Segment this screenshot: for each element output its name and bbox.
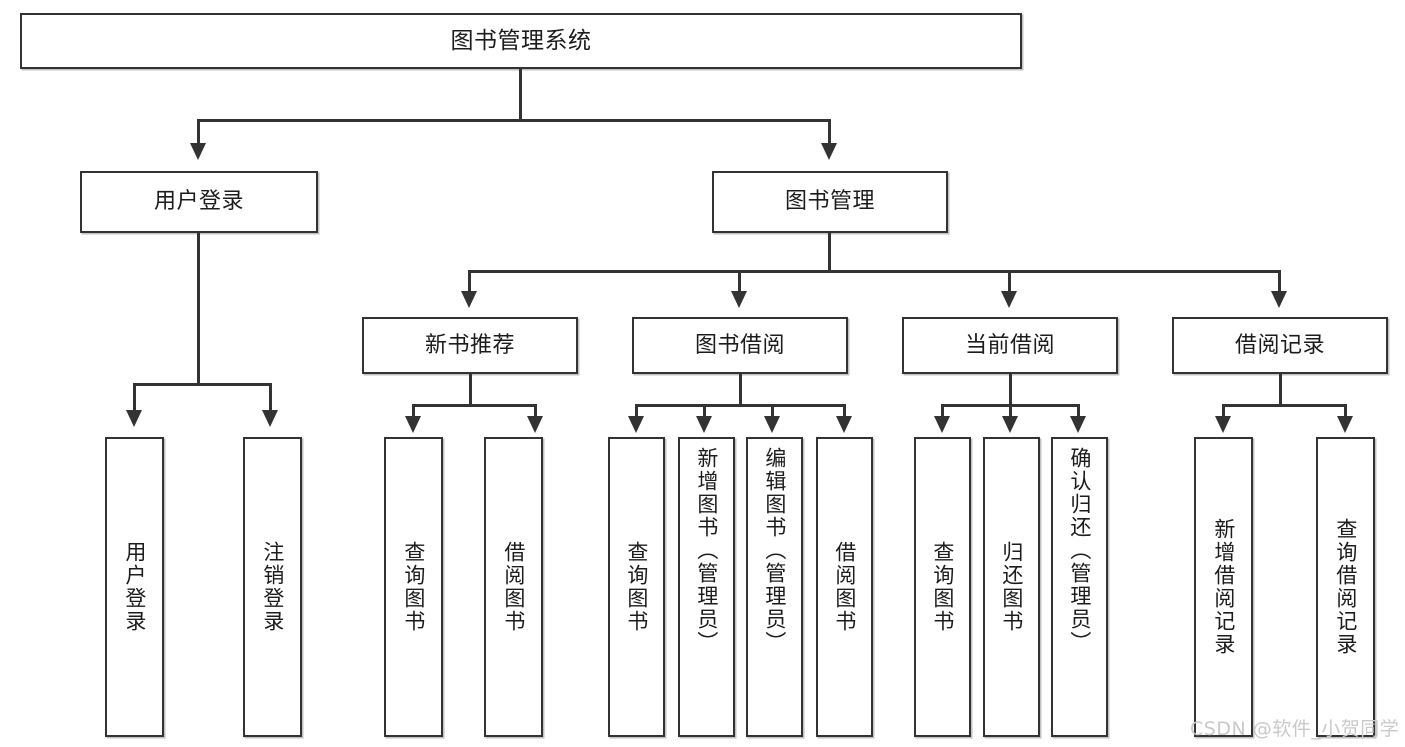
connector-current-borrow-drop	[1009, 374, 1012, 406]
connector-root-to-user-login	[197, 119, 200, 145]
leaf-return-book[interactable]: 归还图书	[983, 437, 1040, 737]
node-label: 归还图书	[999, 541, 1024, 633]
connector-user-login-leg-2	[269, 383, 272, 412]
connector-new-book-leg-2	[534, 404, 537, 418]
node-current-borrow[interactable]: 当前借阅	[902, 317, 1118, 374]
arrow-borrow-record-leaf-1	[1215, 416, 1231, 433]
node-label: 查询图书	[930, 541, 955, 633]
csdn-watermark: CSDN @软件_小贺同学	[1190, 718, 1400, 740]
arrow-new-book-leaf-2	[527, 416, 543, 433]
leaf-borrow-book-recommend[interactable]: 借阅图书	[484, 437, 543, 737]
connector-root-drop	[519, 69, 522, 121]
arrow-book-borrow-leaf-1	[628, 416, 644, 433]
connector-user-login-leg-1	[133, 383, 136, 412]
leaf-query-borrow-record[interactable]: 查询借阅记录	[1316, 437, 1375, 737]
arrow-to-current-borrow	[1001, 291, 1017, 308]
node-label: 新增图书（管理员）	[694, 447, 719, 654]
arrow-to-user-login	[190, 143, 206, 160]
connector-book-borrow-leg-2	[703, 404, 706, 418]
node-label: 查询图书	[624, 541, 649, 633]
node-label: 图书管理	[784, 189, 875, 215]
connector-book-mgmt-leg-3	[1008, 270, 1011, 293]
node-label: 借阅图书	[501, 541, 526, 633]
node-label: 用户登录	[153, 189, 244, 215]
connector-book-mgmt-drop	[828, 233, 831, 272]
connector-book-mgmt-leg-2	[738, 270, 741, 293]
connector-root-bar	[197, 119, 831, 122]
arrow-current-borrow-leaf-3	[1070, 416, 1086, 433]
node-label: 注销登录	[260, 541, 285, 633]
connector-borrow-record-drop	[1279, 374, 1282, 406]
connector-new-book-leg-1	[412, 404, 415, 418]
node-label: 借阅记录	[1234, 332, 1325, 358]
leaf-query-book[interactable]: 查询图书	[608, 437, 665, 737]
leaf-confirm-return-admin[interactable]: 确认归还（管理员）	[1051, 437, 1108, 737]
connector-book-mgmt-leg-1	[468, 270, 471, 293]
leaf-add-borrow-record[interactable]: 新增借阅记录	[1194, 437, 1253, 737]
node-label: 图书管理系统	[450, 27, 592, 54]
connector-current-borrow-leg-3	[1077, 404, 1080, 418]
connector-borrow-record-leg-1	[1222, 404, 1225, 418]
node-label: 新书推荐	[424, 332, 515, 358]
node-label: 新增借阅记录	[1211, 518, 1236, 656]
arrow-to-book-mgmt	[821, 143, 837, 160]
arrow-book-borrow-leaf-2	[696, 416, 712, 433]
node-new-book-recommend[interactable]: 新书推荐	[362, 317, 578, 374]
arrow-to-book-borrow	[731, 291, 747, 308]
arrow-to-new-book-recommend	[461, 291, 477, 308]
arrow-book-borrow-leaf-3	[764, 416, 780, 433]
connector-new-book-drop	[469, 374, 472, 406]
leaf-borrow-book[interactable]: 借阅图书	[816, 437, 873, 737]
connector-book-mgmt-bar	[468, 270, 1280, 273]
node-label: 当前借阅	[964, 332, 1055, 358]
arrow-book-borrow-leaf-4	[836, 416, 852, 433]
leaf-query-book-recommend[interactable]: 查询图书	[384, 437, 443, 737]
connector-book-borrow-bar	[635, 404, 845, 407]
node-root-system[interactable]: 图书管理系统	[20, 13, 1022, 69]
connector-book-mgmt-leg-4	[1278, 270, 1281, 293]
arrow-user-login-leaf-1	[126, 410, 142, 427]
connector-book-borrow-leg-3	[771, 404, 774, 418]
arrow-current-borrow-leaf-2	[1002, 416, 1018, 433]
connector-user-login-drop	[197, 233, 200, 385]
connector-book-borrow-leg-4	[843, 404, 846, 418]
arrow-to-borrow-record	[1271, 291, 1287, 308]
node-label: 查询借阅记录	[1333, 518, 1358, 656]
arrow-user-login-leaf-2	[262, 410, 278, 427]
node-label: 借阅图书	[832, 541, 857, 633]
node-book-management[interactable]: 图书管理	[712, 171, 948, 233]
leaf-logout[interactable]: 注销登录	[243, 437, 302, 737]
leaf-edit-book-admin[interactable]: 编辑图书（管理员）	[746, 437, 803, 737]
leaf-query-book-current[interactable]: 查询图书	[914, 437, 971, 737]
node-user-login[interactable]: 用户登录	[80, 171, 318, 233]
node-label: 查询图书	[401, 541, 426, 633]
node-label: 确认归还（管理员）	[1067, 447, 1092, 654]
node-label: 用户登录	[122, 541, 147, 633]
connector-current-borrow-leg-1	[941, 404, 944, 418]
node-borrow-record[interactable]: 借阅记录	[1172, 317, 1388, 374]
node-book-borrow[interactable]: 图书借阅	[632, 317, 848, 374]
leaf-add-book-admin[interactable]: 新增图书（管理员）	[678, 437, 735, 737]
arrow-current-borrow-leaf-1	[934, 416, 950, 433]
arrow-borrow-record-leaf-2	[1337, 416, 1353, 433]
arrow-new-book-leaf-1	[405, 416, 421, 433]
node-label: 图书借阅	[694, 332, 785, 358]
connector-book-borrow-leg-1	[635, 404, 638, 418]
connector-borrow-record-leg-2	[1344, 404, 1347, 418]
connector-root-to-book-mgmt	[828, 119, 831, 145]
connector-book-borrow-drop	[739, 374, 742, 406]
node-label: 编辑图书（管理员）	[762, 447, 787, 654]
connector-current-borrow-leg-2	[1009, 404, 1012, 418]
connector-borrow-record-bar	[1222, 404, 1346, 407]
connector-user-login-bar	[133, 383, 271, 386]
connector-new-book-bar	[412, 404, 536, 407]
leaf-user-login[interactable]: 用户登录	[105, 437, 164, 737]
